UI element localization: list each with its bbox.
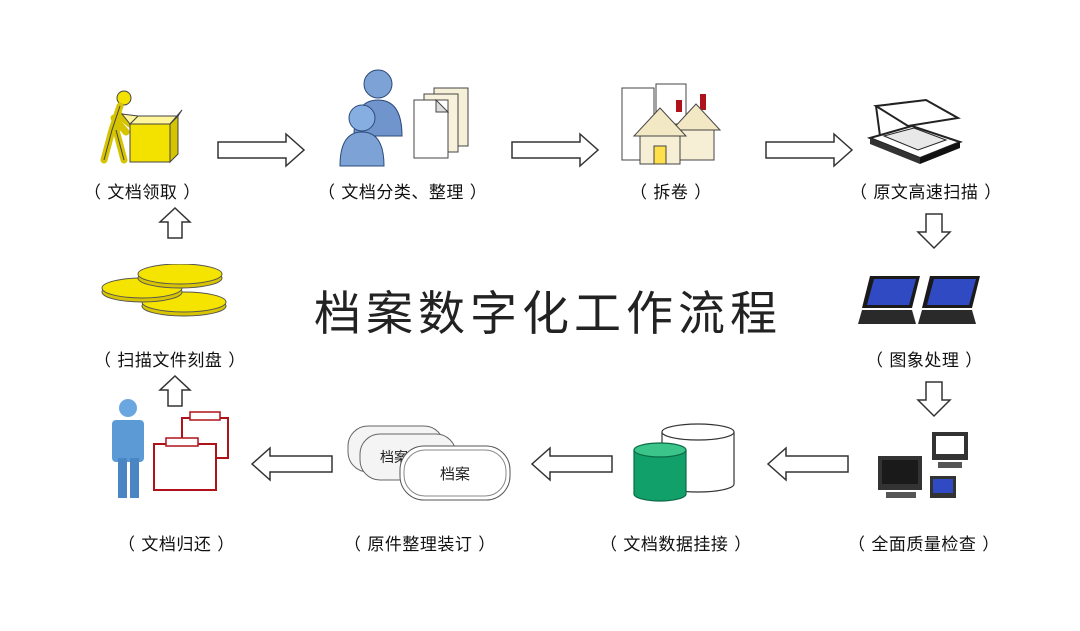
person-with-folders-icon: [112, 399, 229, 498]
house-documents-icon: [621, 83, 722, 165]
step-label-image-processing: （ 图象处理 ）: [866, 351, 983, 371]
arrow-left-2: [530, 446, 613, 482]
laptops-icon: [858, 276, 980, 324]
arrow-right-1: [217, 132, 306, 168]
step-label-classification: （ 文档分类、整理 ）: [318, 183, 488, 203]
arrow-up-2: [158, 206, 192, 239]
arrow-down-2: [916, 381, 952, 418]
people-with-documents-icon: [339, 69, 469, 167]
step-label-unbinding: （ 拆卷 ）: [630, 183, 712, 203]
diagram-title: 档案数字化工作流程: [314, 287, 782, 342]
arrow-up-1: [158, 374, 192, 407]
database-cylinders-icon: [633, 423, 735, 502]
step-label-disc-burning: （ 扫描文件刻盘 ）: [94, 351, 246, 371]
disc-stack-icon: [101, 264, 227, 317]
step-label-scanning: （ 原文高速扫描 ）: [850, 183, 1002, 203]
step-label-data-linking: （ 文档数据挂接 ）: [600, 535, 752, 555]
step-label-quality-check: （ 全面质量检查 ）: [848, 535, 1000, 555]
scanner-icon: [866, 98, 963, 164]
worker-with-boxes-icon: [100, 90, 183, 164]
arrow-right-2: [511, 132, 600, 168]
arrow-left-3: [250, 446, 333, 482]
step-label-rebinding: （ 原件整理装订 ）: [344, 535, 496, 555]
step-label-document-collection: （ 文档领取 ）: [84, 183, 201, 203]
archive-folders-icon: 档案 档案: [347, 425, 511, 501]
arrow-right-3: [765, 132, 854, 168]
folder-label-front: 档案: [440, 465, 470, 483]
step-label-return: （ 文档归还 ）: [118, 535, 235, 555]
arrow-down-1: [916, 213, 952, 250]
computers-icon: [878, 432, 968, 498]
arrow-left-1: [766, 446, 849, 482]
